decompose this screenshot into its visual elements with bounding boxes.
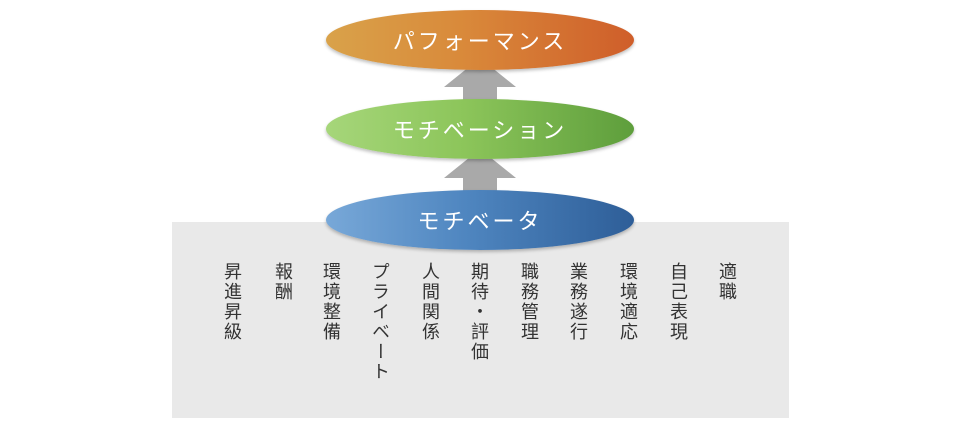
factor-label: 職務管理 xyxy=(518,262,539,342)
performance-label: パフォーマンス xyxy=(392,30,568,55)
factor-panel xyxy=(172,222,789,418)
factor-label: 報酬 xyxy=(272,262,293,302)
factor-label: 人間関係 xyxy=(419,262,440,342)
factor-label: 自己表現 xyxy=(667,262,688,342)
arrow-up-icon xyxy=(444,149,516,196)
factor-label: 環境整備 xyxy=(320,262,341,342)
factor-label: 期待・評価 xyxy=(468,262,489,362)
motivation-ellipse: モチベーション xyxy=(326,99,634,159)
performance-ellipse: パフォーマンス xyxy=(326,10,634,70)
factor-label: 業務遂行 xyxy=(567,262,588,342)
arrow-up-icon xyxy=(444,58,516,105)
motivator-ellipse: モチベータ xyxy=(326,190,634,250)
factor-label: 昇進昇級 xyxy=(221,262,242,342)
factor-label: 環境適応 xyxy=(617,262,638,342)
factor-label: プライベート xyxy=(369,262,390,382)
factor-label: 適職 xyxy=(716,262,737,302)
motivation-label: モチベーション xyxy=(392,119,568,144)
motivator-label: モチベータ xyxy=(417,210,543,235)
